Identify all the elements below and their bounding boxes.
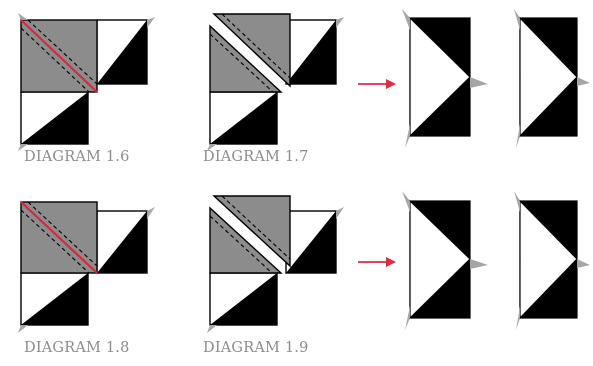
- dashed-seam-line: [20, 27, 90, 93]
- hst-square-top-right: [96, 207, 155, 274]
- caption-diagram-1-6: DIAGRAM 1.6: [24, 149, 130, 165]
- hst-square-bottom-left: [18, 272, 89, 333]
- flying-geese-unit-2: [514, 9, 590, 148]
- flying-geese-unit-3: [402, 191, 488, 330]
- gray-triangle-upper: [212, 195, 291, 268]
- hst-square-bottom-left: [18, 91, 89, 151]
- gray-triangle-upper: [212, 13, 291, 88]
- red-cut-line: [20, 19, 98, 93]
- hst-square-top-right: [285, 17, 344, 85]
- diagram-1-8: [18, 201, 155, 333]
- red-cut-line: [20, 201, 98, 274]
- hst-square-bottom-left: [207, 272, 278, 333]
- caption-diagram-1-7: DIAGRAM 1.7: [203, 149, 309, 165]
- dashed-seam-line: [27, 201, 98, 267]
- hst-square-top-right: [285, 207, 344, 274]
- diagram-1-7: [207, 13, 344, 151]
- flying-geese-unit-4: [514, 191, 590, 330]
- hst-square-bottom-left: [207, 91, 278, 151]
- caption-diagram-1-9: DIAGRAM 1.9: [203, 340, 309, 356]
- gray-triangle-lower: [209, 24, 283, 93]
- dashed-seam-line: [20, 209, 90, 274]
- hst-square-top-right: [96, 17, 155, 85]
- diagram-1-6: [18, 13, 155, 151]
- flying-geese-unit-1: [402, 9, 488, 148]
- gray-triangle-lower: [209, 206, 283, 274]
- dashed-seam-line: [27, 19, 98, 85]
- caption-diagram-1-8: DIAGRAM 1.8: [24, 340, 130, 356]
- diagram-1-9: [207, 195, 344, 333]
